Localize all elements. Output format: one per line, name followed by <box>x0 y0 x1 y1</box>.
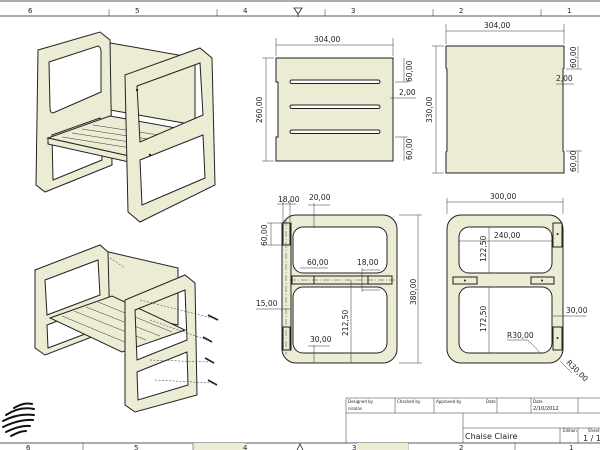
checked-by-label: Checked by <box>397 399 421 404</box>
dim-back-height: 330,00 <box>425 97 434 123</box>
date-label: Date <box>533 399 543 404</box>
zone-label: 6 <box>26 444 31 450</box>
view-seat-top: 304,00 260,00 60,00 2,00 60,00 <box>255 35 416 162</box>
view-back-panel: 304,00 330,00 60,00 2,00 60,00 <box>425 21 582 174</box>
zone-label: 6 <box>28 7 33 15</box>
dim-back-side-width: 300,00 <box>490 192 516 201</box>
dim-bottom-rail: 30,00 <box>310 335 332 344</box>
dim-top-rail: 20,00 <box>309 193 331 202</box>
date-value: 2/10/2012 <box>533 406 559 412</box>
view-side-back: 300,00 240,00 122,50 172,50 30,00 R30,00… <box>446 192 590 383</box>
zone-label: 3 <box>352 444 356 450</box>
dim-opening-width: 240,00 <box>494 231 520 240</box>
dim-lower-height-back: 172,50 <box>479 306 488 332</box>
dim-crossbar-slot: 60,00 <box>307 258 329 267</box>
dim-back-notch-top: 60,00 <box>569 46 578 68</box>
sheet-number: 1 / 1 <box>583 434 600 443</box>
designed-by-label: Designed by <box>348 399 374 404</box>
zone-label: 4 <box>243 444 248 450</box>
dim-rail: 30,00 <box>566 306 588 315</box>
approved-by-label: Approved by <box>436 399 462 404</box>
zone-label: 2 <box>459 7 463 15</box>
dim-seat-notch-depth: 2,00 <box>399 88 416 97</box>
screw-icon <box>202 314 219 386</box>
zone-label: 1 <box>569 444 573 450</box>
drawing-title: Chaise Claire <box>465 432 517 441</box>
logo-icon <box>2 402 35 437</box>
zone-labels-top: 6 5 4 3 2 1 <box>28 7 571 15</box>
dim-lower-height: 212,50 <box>341 310 350 336</box>
dim-seat-height: 260,00 <box>255 97 264 123</box>
dim-crossbar-width: 18,00 <box>357 258 379 267</box>
dim-seat-width: 304,00 <box>314 35 340 44</box>
zone-label: 5 <box>135 7 139 15</box>
zone-label: 1 <box>567 7 571 15</box>
dim-side-height: 380,00 <box>409 279 418 305</box>
dim-slot-width: 18,00 <box>278 195 300 204</box>
zone-label: 2 <box>459 444 463 450</box>
zone-highlight <box>193 443 245 450</box>
isometric-chair-assembled <box>35 31 216 223</box>
zone-labels-bottom: 6 5 4 3 2 1 <box>26 444 573 450</box>
sheet-label: Sheet <box>588 428 600 433</box>
approved-date-label: Date <box>486 399 496 404</box>
designed-by-value: nicolas <box>348 406 362 411</box>
dim-offset: 15,00 <box>256 299 278 308</box>
dim-inner-radius: R30,00 <box>507 331 534 340</box>
dim-seat-notch-bottom: 60,00 <box>405 138 414 160</box>
dim-back-notch-bottom: 60,00 <box>569 150 578 172</box>
dim-outer-radius: R30,00 <box>565 358 590 383</box>
centering-mark-bottom-icon <box>296 443 304 450</box>
view-side-front: 18,00 20,00 60,00 60,00 18,00 15,00 212,… <box>256 193 422 364</box>
zone-label: 5 <box>134 444 138 450</box>
isometric-chair-exploded <box>34 244 219 413</box>
zone-label: 4 <box>243 7 248 15</box>
dim-seat-notch-top: 60,00 <box>405 60 414 82</box>
edition-label: Edition <box>563 428 577 433</box>
dim-slot-length: 60,00 <box>260 224 269 246</box>
centering-mark-icon <box>293 7 303 17</box>
dim-back-width: 304,00 <box>484 21 510 30</box>
title-block: Designed by nicolas Checked by Approved … <box>345 397 600 450</box>
dim-upper-height: 122,50 <box>479 236 488 262</box>
zone-label: 3 <box>351 7 355 15</box>
dim-back-notch-depth: 2,00 <box>556 74 573 83</box>
